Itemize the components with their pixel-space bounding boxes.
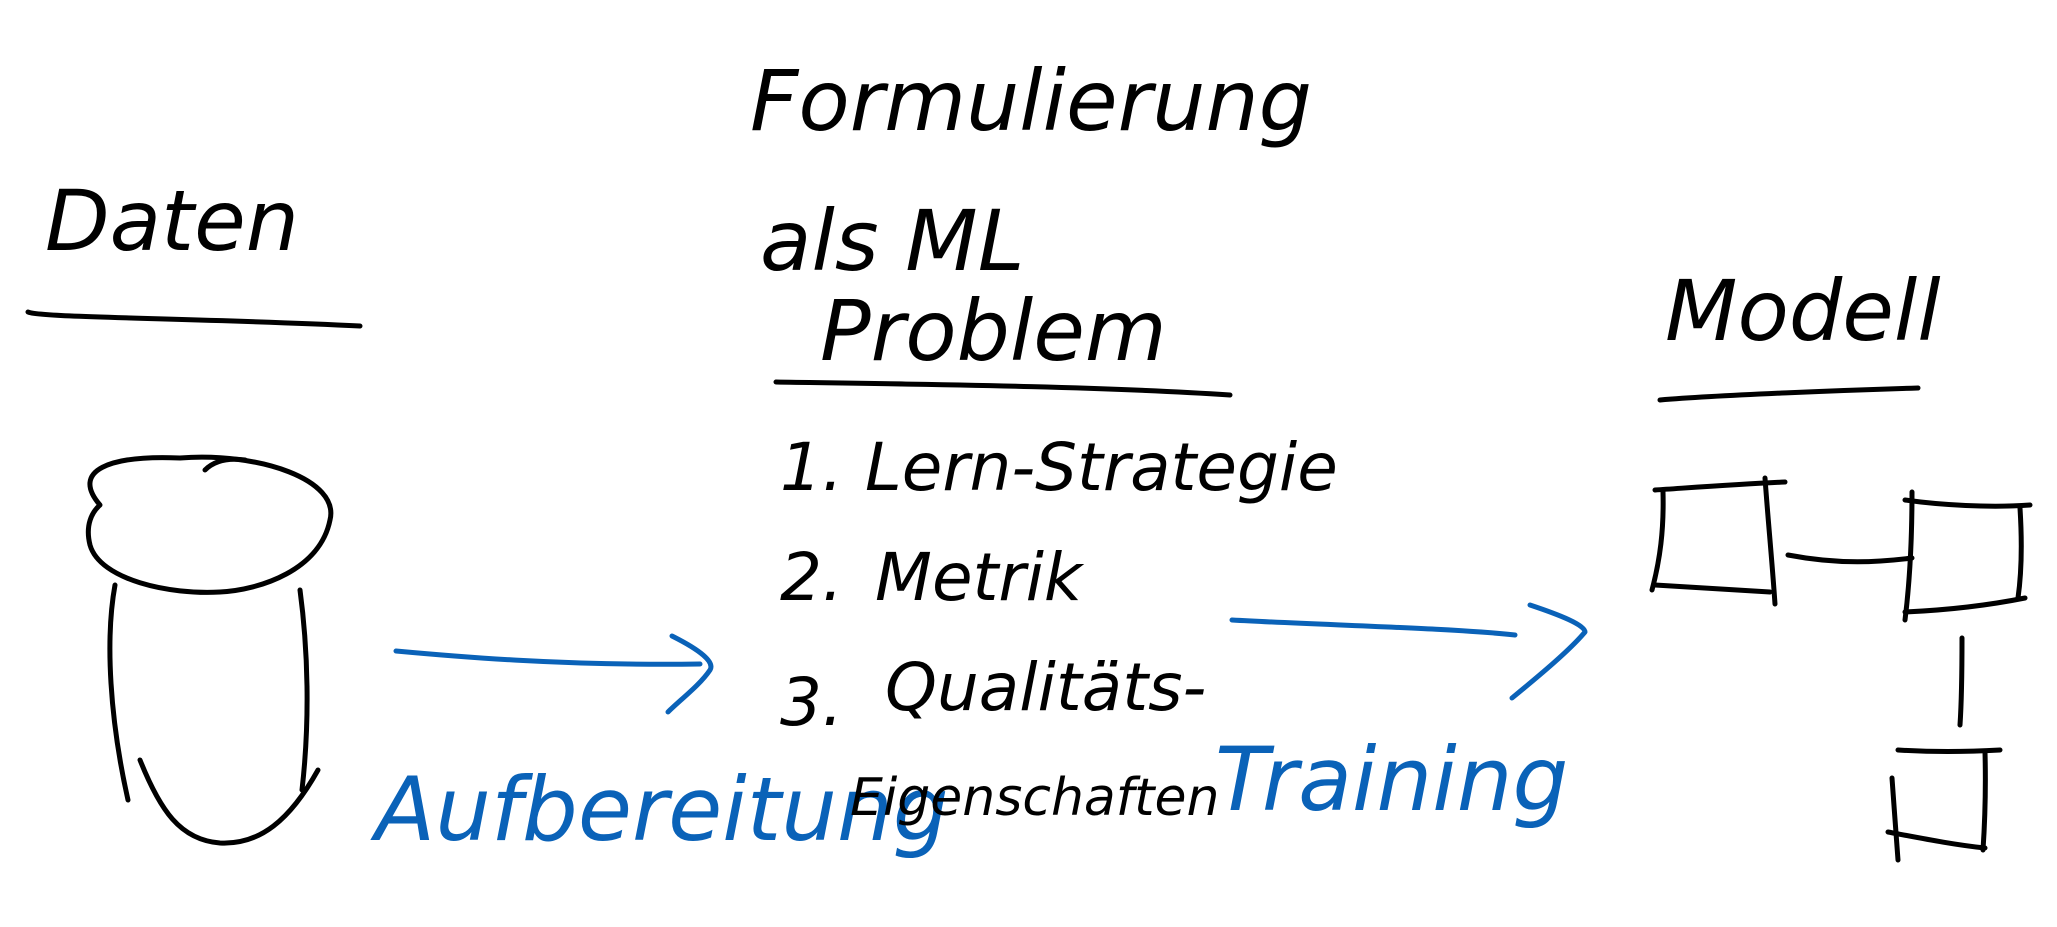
daten-section: Daten bbox=[25, 172, 363, 846]
model-boxes-icon bbox=[1649, 475, 2033, 863]
step-text: Metrik bbox=[875, 539, 1085, 616]
modell-underline bbox=[1657, 385, 1921, 403]
right-arrow-icon bbox=[393, 633, 714, 715]
step-number: 3. bbox=[780, 664, 843, 741]
modell-heading: Modell bbox=[1665, 262, 1941, 360]
training-label: Training bbox=[1215, 728, 1568, 831]
step-number: 1. bbox=[780, 429, 843, 506]
formulierung-heading-line3: Problem bbox=[820, 282, 1167, 380]
step-item: Eigenschaften bbox=[850, 768, 1219, 828]
steps-list: 1. Lern-Strategie 2. Metrik 3. Qualitäts… bbox=[780, 429, 1338, 828]
database-cylinder-icon bbox=[85, 454, 334, 846]
formulierung-heading-line1: Formulierung bbox=[750, 52, 1312, 150]
step-item: 1. Lern-Strategie bbox=[780, 429, 1338, 506]
step-text: Lern-Strategie bbox=[865, 429, 1338, 506]
aufbereitung-label: Aufbereitung bbox=[370, 758, 949, 861]
step-item: 2. Metrik bbox=[780, 539, 1085, 616]
step-text: Eigenschaften bbox=[850, 768, 1219, 828]
step-text: Qualitäts- bbox=[885, 649, 1206, 726]
formulierung-heading-line2: als ML bbox=[760, 192, 1025, 290]
daten-heading: Daten bbox=[45, 172, 299, 270]
daten-underline bbox=[25, 309, 363, 329]
training-arrow: Training bbox=[1215, 602, 1588, 831]
step-item: 3. Qualitäts- bbox=[780, 649, 1206, 741]
formulierung-section: Formulierung als ML Problem 1. Lern-Stra… bbox=[750, 52, 1338, 828]
step-number: 2. bbox=[780, 539, 843, 616]
right-arrow-icon bbox=[1229, 602, 1588, 701]
aufbereitung-arrow: Aufbereitung bbox=[370, 633, 949, 861]
formulierung-underline bbox=[773, 379, 1233, 398]
modell-section: Modell bbox=[1649, 262, 2033, 863]
